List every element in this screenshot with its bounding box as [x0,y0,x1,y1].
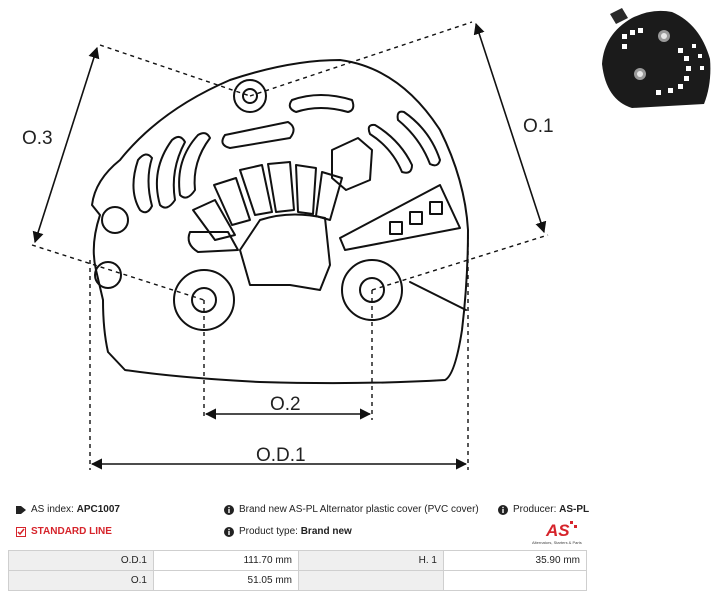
as-pl-logo: AS Alternators, Starters & Parts [532,521,582,545]
info-icon [498,504,508,515]
spec-value: 35.90 mm [443,550,587,571]
product-type: Product type: Brand new [224,526,352,537]
spec-value [443,570,587,591]
producer-label: Producer: [513,504,557,515]
svg-text:AS: AS [545,521,570,540]
cover-outline [91,59,469,385]
label-od1: O.D.1 [256,445,306,466]
product-type-label: Product type: [239,526,298,537]
description: Brand new AS-PL Alternator plastic cover… [224,504,479,515]
info-icon [224,504,234,515]
label-o1: O.1 [523,116,554,137]
as-index: AS index: APC1007 [16,504,120,515]
description-text: Brand new AS-PL Alternator plastic cover… [239,504,479,515]
spec-label [298,570,444,591]
line-badge: STANDARD LINE [16,526,112,537]
producer: Producer: AS-PL [498,504,589,515]
svg-text:Alternators, Starters & Parts: Alternators, Starters & Parts [532,540,582,545]
table-row: O.D.1 111.70 mm H. 1 35.90 mm [8,550,587,571]
hub [239,213,331,291]
label-o3: O.3 [22,128,53,149]
technical-drawing: O.3 O.1 O.2 O.D.1 [22,21,554,470]
as-index-label: AS index: [31,504,74,515]
product-type-value: Brand new [300,526,352,537]
checkbox-icon [16,526,26,537]
spec-label: H. 1 [298,550,444,571]
spec-value: 111.70 mm [153,550,299,571]
producer-value: AS-PL [559,504,590,515]
tag-icon [16,505,26,514]
label-o2: O.2 [270,394,301,415]
standard-line-label: STANDARD LINE [31,526,112,537]
info-icon [224,526,234,537]
as-index-value: APC1007 [76,504,120,515]
spec-label: O.1 [8,570,154,591]
spec-value: 51.05 mm [153,570,299,591]
table-row: O.1 51.05 mm [8,570,587,591]
spec-table: O.D.1 111.70 mm H. 1 35.90 mm O.1 51.05 … [8,550,587,591]
spec-label: O.D.1 [8,550,154,571]
product-photo [602,8,711,109]
